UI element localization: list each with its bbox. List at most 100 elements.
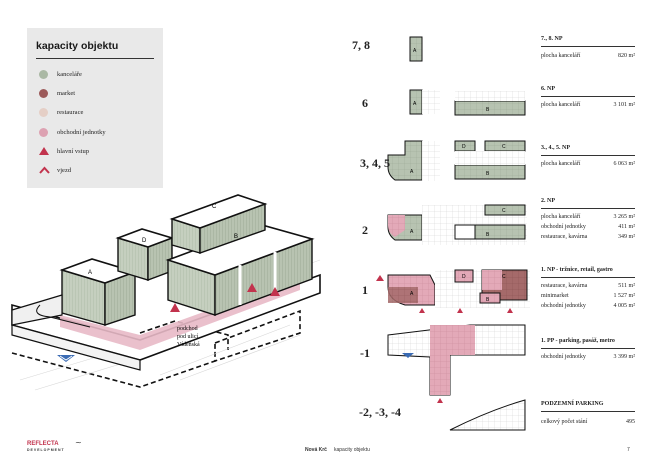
building-label-b: B xyxy=(234,234,238,240)
floor-label-6: 6 xyxy=(362,96,368,110)
entrance-triangle-icon xyxy=(170,303,180,312)
restaurant-swatch-icon xyxy=(39,107,48,117)
floor-row-value: 511 m² xyxy=(618,283,635,289)
svg-text:A: A xyxy=(413,48,417,54)
plan-7-8: A xyxy=(409,36,423,62)
floor-title: 1. PP - parking, pasáž, metro xyxy=(541,338,615,344)
svg-text:B: B xyxy=(486,171,490,177)
divider xyxy=(541,46,635,47)
legend-title: kapacity objektu xyxy=(36,40,119,52)
building-c xyxy=(169,194,268,254)
legend-label: hlavní vstup xyxy=(57,147,89,155)
floor-title: 1. NP - tržnice, retail, gastro xyxy=(541,267,613,273)
legend-label: vjezd xyxy=(57,166,72,174)
floor-row-value: 4 005 m² xyxy=(613,303,635,309)
divider xyxy=(541,208,635,209)
svg-text:B: B xyxy=(486,107,490,113)
floor-title: 7., 8. NP xyxy=(541,36,563,42)
floor-title: 3., 4., 5. NP xyxy=(541,145,570,151)
floor-row-value: 3 101 m² xyxy=(613,102,635,108)
legend-label: market xyxy=(57,89,76,97)
svg-text:A: A xyxy=(410,291,414,297)
office-swatch-icon xyxy=(39,69,48,79)
main-entrance-triangle-icon xyxy=(39,147,49,155)
legend-item-offices: kanceláře xyxy=(39,67,82,81)
building-label-d: D xyxy=(142,238,147,244)
floor-title: 6. NP xyxy=(541,86,555,92)
divider xyxy=(541,277,635,278)
svg-text:D: D xyxy=(462,144,466,150)
podium-base xyxy=(11,273,321,371)
plan-6: A B xyxy=(409,89,526,116)
floor-row-value: 411 m² xyxy=(618,224,635,230)
building-label-a: A xyxy=(88,270,92,276)
svg-text:A: A xyxy=(410,169,414,175)
shops-swatch-icon xyxy=(39,127,48,137)
market-swatch-icon xyxy=(39,88,48,98)
plan-1: A D C B xyxy=(376,269,530,313)
svg-text:A: A xyxy=(413,101,417,107)
plan-2: A C B xyxy=(387,204,527,245)
floor-row-value: 3 265 m² xyxy=(613,214,635,220)
footer-project: Nová Krč xyxy=(305,447,327,453)
floor-title: PODZEMNÍ PARKING xyxy=(541,401,604,407)
svg-text:A: A xyxy=(410,229,414,235)
svg-text:D: D xyxy=(462,274,466,280)
floor-row-value: 1 527 m² xyxy=(613,293,635,299)
legend-divider xyxy=(36,58,154,59)
plan-minus-1 xyxy=(387,324,526,403)
legend-item-driveway: vjezd xyxy=(39,163,71,177)
building-d xyxy=(115,228,175,282)
legend-item-restaurant: restaurace xyxy=(39,105,83,119)
underpass-label: podchod pod ulicí Vídeňská xyxy=(177,326,200,348)
legend-item-market: market xyxy=(39,86,75,100)
metro-logo-icon xyxy=(57,355,75,362)
metro-logo-icon xyxy=(402,353,414,358)
floor-row-key: plocha kanceláří xyxy=(541,53,581,59)
entrance-triangle-icon xyxy=(270,287,280,296)
entrance-triangle-icon xyxy=(376,275,513,313)
svg-text:C: C xyxy=(502,274,506,280)
building-label-c: C xyxy=(212,204,217,210)
floor-row-key: plocha kanceláří xyxy=(541,102,581,108)
driveway-chevron-icon xyxy=(39,166,50,174)
floor-row-value: 495 xyxy=(626,419,635,425)
floor-label-7-8: 7, 8 xyxy=(352,38,370,52)
floor-row-key: celkový počet stání xyxy=(541,419,588,425)
brand-name: REFLECTA xyxy=(27,441,59,447)
floor-row-value: 820 m² xyxy=(618,53,635,59)
legend-label: kanceláře xyxy=(57,70,82,78)
floor-row-key: restaurace, kavárna xyxy=(541,283,588,289)
floor-plans: A A B A D C B A C B xyxy=(376,36,530,431)
building-b xyxy=(165,224,315,317)
floor-row-key: minimarket xyxy=(541,293,569,299)
divider xyxy=(541,411,635,412)
entrance-triangle-icon xyxy=(247,283,257,292)
svg-text:C: C xyxy=(502,144,506,150)
floor-row-key: obchodní jednotky xyxy=(541,224,586,230)
floor-row-key: plocha kanceláří xyxy=(541,214,581,220)
floor-label-1: 1 xyxy=(362,283,368,297)
svg-text:B: B xyxy=(486,297,490,303)
floor-row-value: 6 063 m² xyxy=(613,161,635,167)
divider xyxy=(541,155,635,156)
footer-section: kapacity objektu xyxy=(334,447,370,453)
legend-item-shops: obchodní jednotky xyxy=(39,125,106,139)
divider xyxy=(541,348,635,349)
partner-signature-logo: ~ xyxy=(75,438,82,447)
main-entrance-markers xyxy=(170,283,280,312)
brand-logo: REFLECTA DEVELOPMENT xyxy=(27,441,65,453)
plan-3-4-5: A D C B xyxy=(387,140,526,181)
legend-label: obchodní jednotky xyxy=(57,128,106,136)
divider xyxy=(541,96,635,97)
floor-label-2: 2 xyxy=(362,223,368,237)
floor-label-minus-1: -1 xyxy=(360,346,370,360)
entrance-triangle-icon xyxy=(437,398,443,403)
floor-title: 2. NP xyxy=(541,198,555,204)
page-number: 7 xyxy=(627,447,630,453)
legend-item-main-entrance: hlavní vstup xyxy=(39,144,89,158)
floor-row-key: plocha kanceláří xyxy=(541,161,581,167)
floor-label-3-4-5: 3, 4, 5 xyxy=(360,156,390,170)
brand-sub: DEVELOPMENT xyxy=(27,448,65,452)
floor-row-value: 3 399 m² xyxy=(613,354,635,360)
